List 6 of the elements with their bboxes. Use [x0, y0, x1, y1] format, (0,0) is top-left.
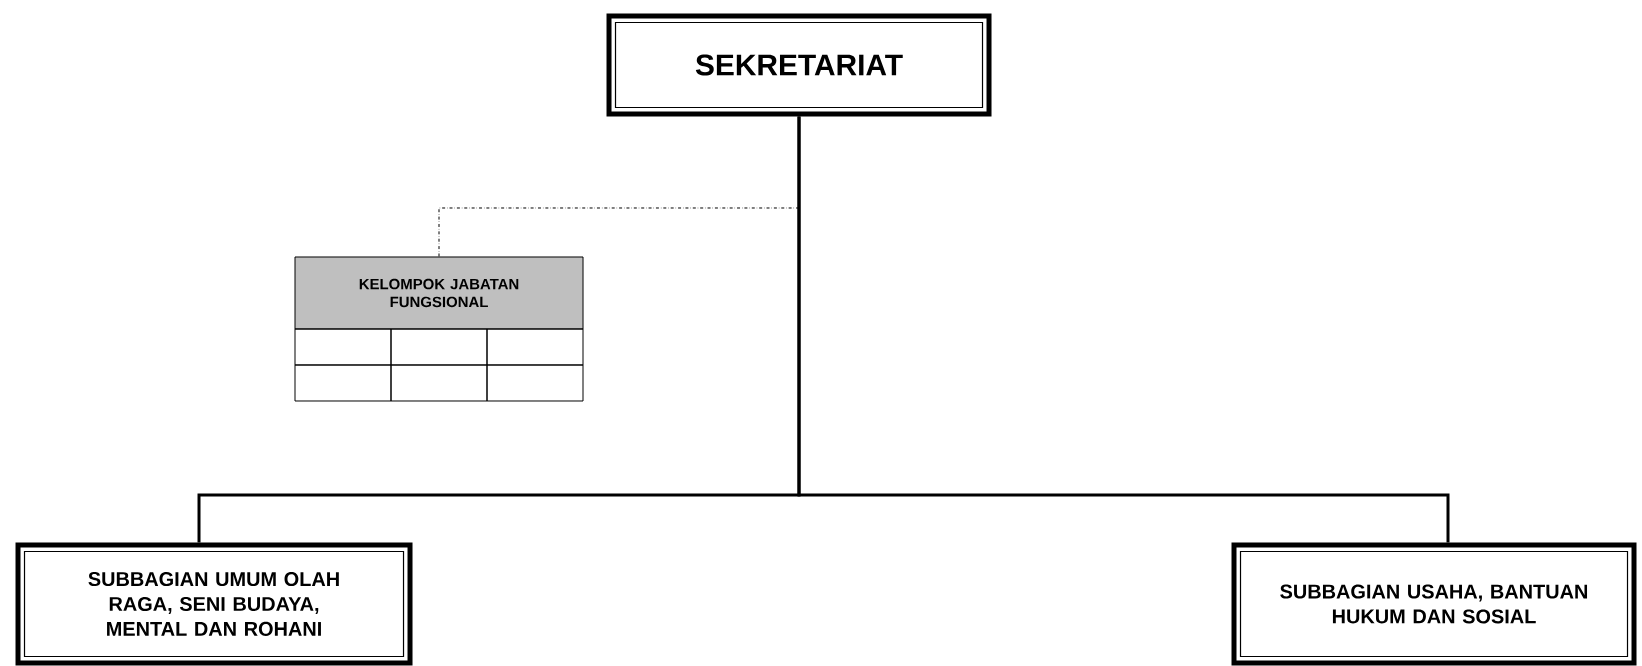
office-box: SUBBAGIAN UMUM OLAH RAGA, SENI BUDAYA, MENTAL DAN ROHANI — [15, 542, 413, 666]
connector-line — [797, 116, 1450, 543]
office-box: SEKRETARIAT — [606, 13, 992, 117]
connector-line — [438, 207, 800, 257]
office-box: SUBBAGIAN USAHA, BANTUAN HUKUM DAN SOSIAL — [1231, 542, 1637, 666]
functional-group-table: KELOMPOK JABATAN FUNGSIONAL — [294, 256, 584, 402]
